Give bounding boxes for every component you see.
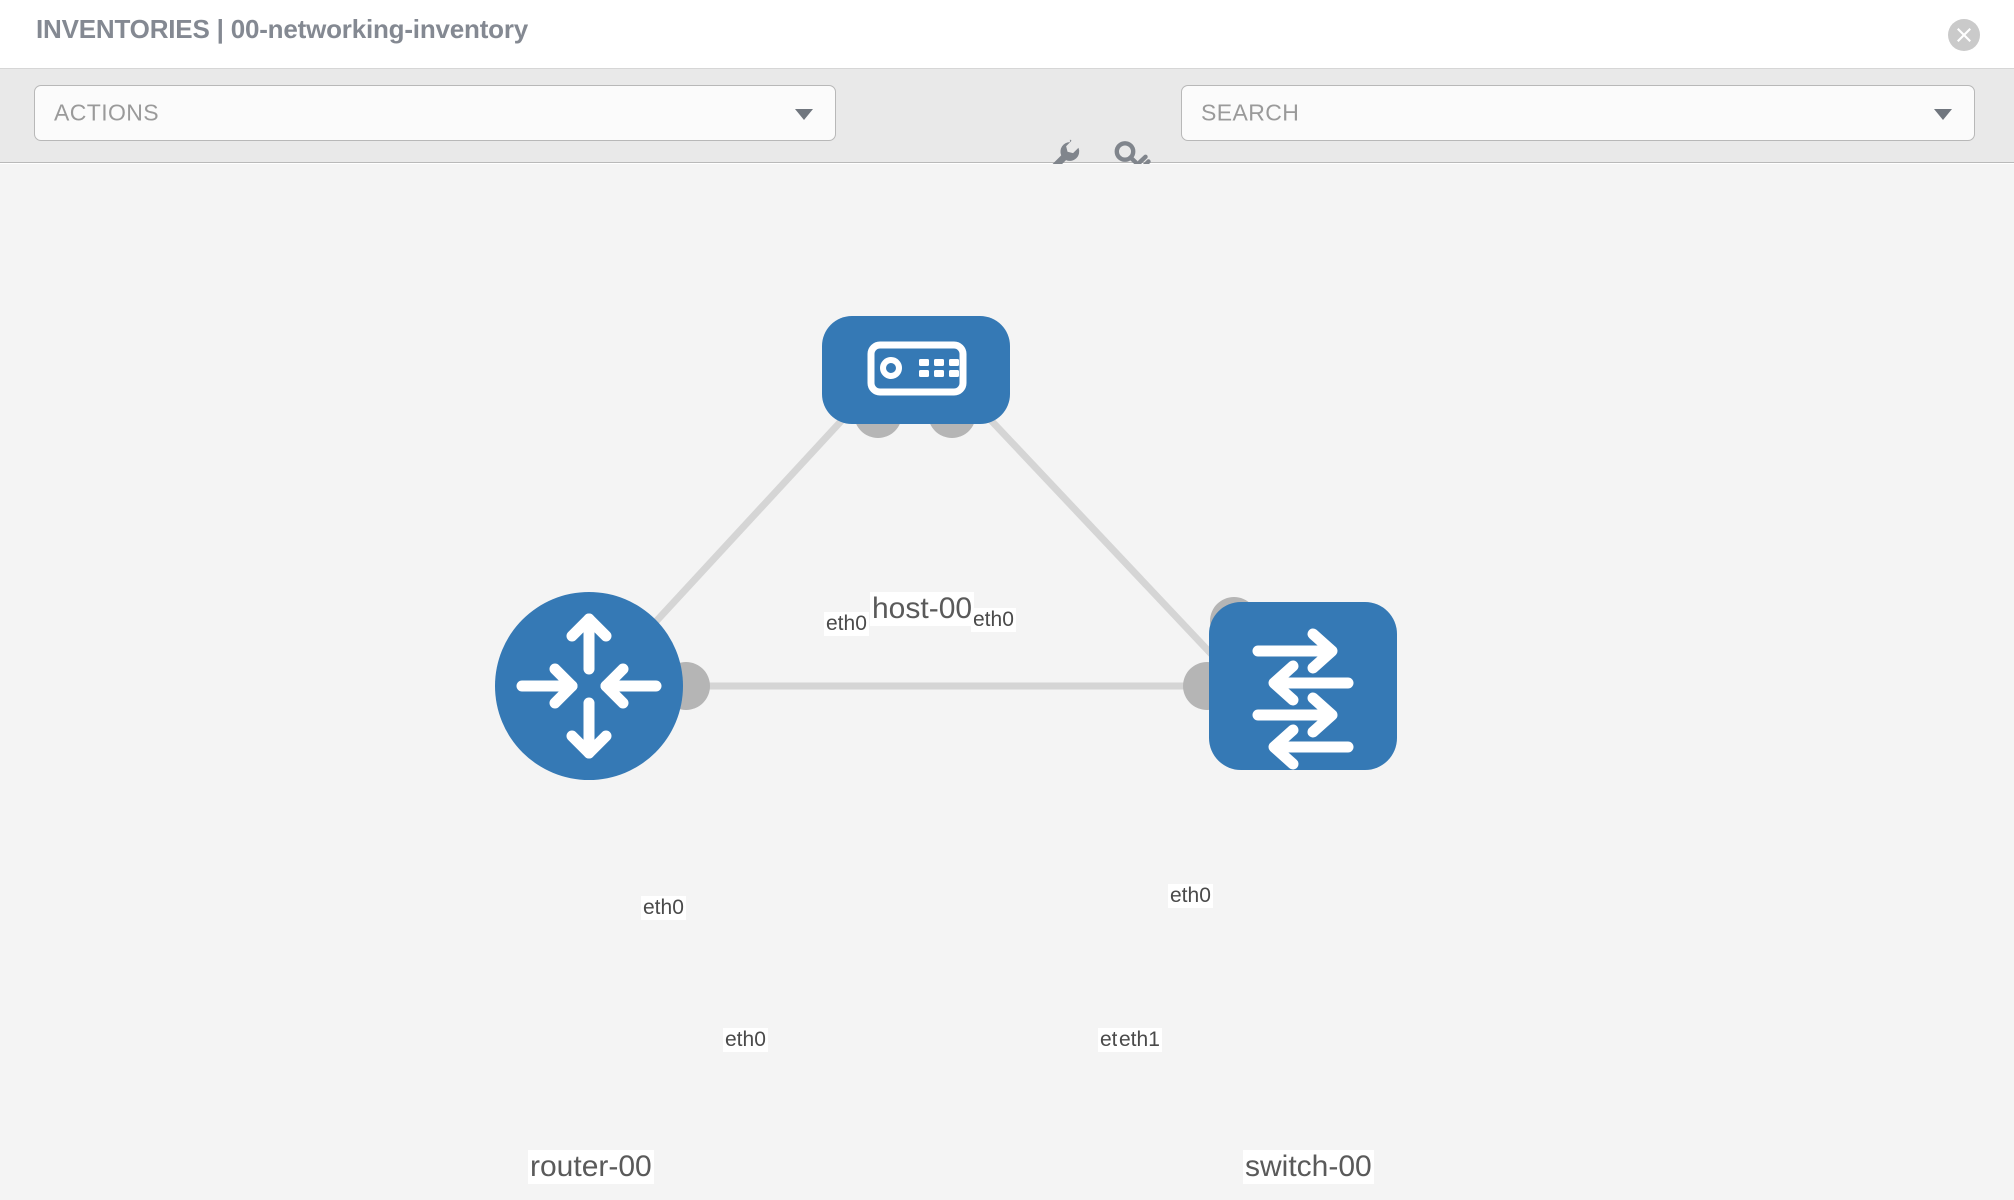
node-label-switch: switch-00 <box>1243 1150 1374 1184</box>
node-label-host: host-00 <box>870 592 975 626</box>
actions-dropdown-label: ACTIONS <box>54 99 160 126</box>
iface-label: eth0 <box>723 1028 768 1052</box>
topology-links <box>586 376 1252 697</box>
toolbar: ACTIONS SEARCH <box>0 68 2014 175</box>
iface-label: eth0 <box>1168 884 1213 908</box>
page-header: INVENTORIES | 00-networking-inventory <box>0 0 2014 68</box>
server-icon <box>867 341 967 396</box>
router-arrows-icon <box>516 613 662 759</box>
node-switch-00 <box>1209 602 1397 770</box>
switch-arrows-icon <box>1252 628 1354 770</box>
actions-dropdown[interactable]: ACTIONS <box>34 85 836 141</box>
node-host-00 <box>822 316 1010 424</box>
topology-canvas[interactable]: eth0 eth0 eth0 eth0 eth0 eth0 eth1 host-… <box>0 164 2014 1200</box>
chevron-down-icon[interactable] <box>1934 109 1952 120</box>
node-label-router: router-00 <box>528 1150 654 1184</box>
chevron-down-icon <box>795 109 813 120</box>
search-input[interactable]: SEARCH <box>1181 85 1975 141</box>
link-host-switch <box>949 376 1252 697</box>
iface-label: eth1 <box>1117 1028 1162 1052</box>
topology-graph <box>495 316 1397 780</box>
search-placeholder: SEARCH <box>1201 99 1300 126</box>
iface-label: eth0 <box>641 896 686 920</box>
page-title: INVENTORIES | 00-networking-inventory <box>36 14 529 44</box>
iface-label: eth0 <box>971 608 1016 632</box>
topology-ports <box>662 390 1258 710</box>
node-router-00 <box>495 592 683 780</box>
iface-label: eth0 <box>824 612 869 636</box>
close-icon[interactable] <box>1948 19 1980 51</box>
